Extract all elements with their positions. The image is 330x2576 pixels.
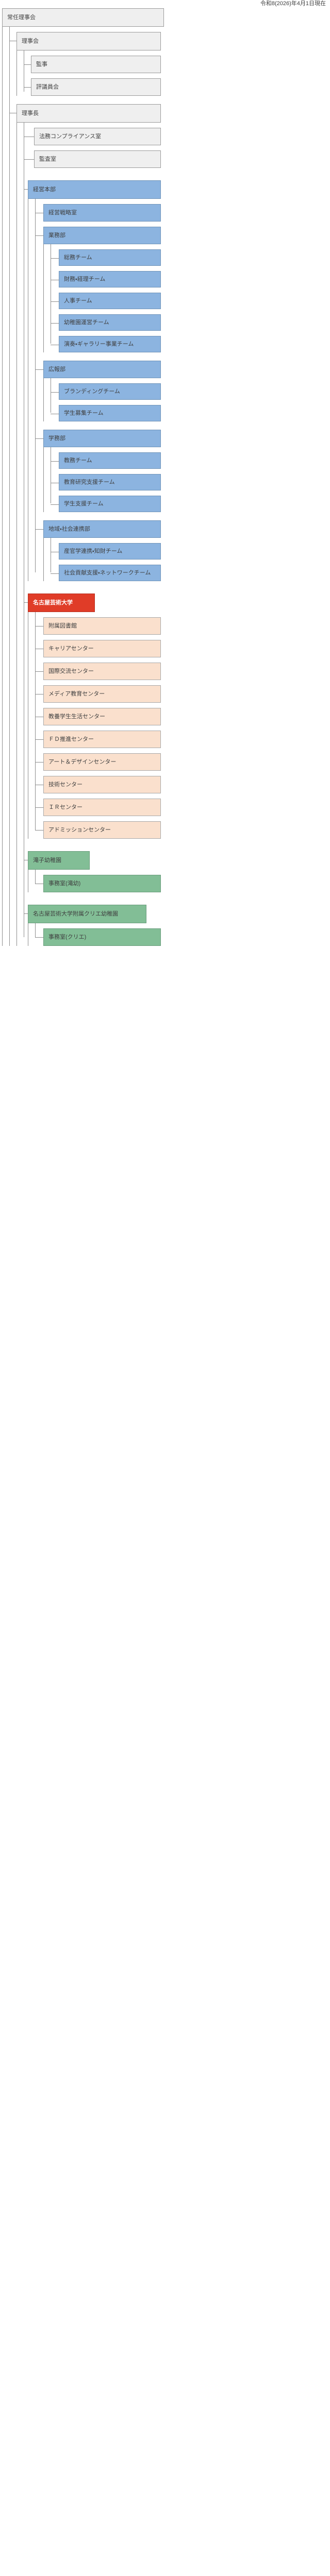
box-community-social-cooperation-dept[interactable]: 地域・社会連携部 bbox=[43, 520, 161, 538]
box-councillors[interactable]: 評議員会 bbox=[31, 78, 161, 96]
child-academic-affairs-dept: 学務部 bbox=[28, 430, 330, 447]
child-crea-kindergarten: 名古屋芸術大学附属クリエ幼稚園 bbox=[16, 905, 330, 923]
box-art-design-center[interactable]: アート＆デザインセンター bbox=[43, 753, 161, 771]
box-education-research-support-team[interactable]: 教育研究支援チーム bbox=[59, 474, 161, 490]
child-social-contribution-network-team: 社会貢献支援・ネットワークチーム bbox=[43, 565, 330, 581]
box-audit-office[interactable]: 監査室 bbox=[34, 150, 161, 168]
org-tree: 常任理事会 理事会 監事 bbox=[0, 8, 330, 946]
box-social-contribution-network-team[interactable]: 社会貢献支援・ネットワークチーム bbox=[59, 565, 161, 581]
box-media-education-center[interactable]: メディア教育センター bbox=[43, 685, 161, 703]
child-crea-office: 事務室(クリエ) bbox=[28, 928, 330, 946]
box-library[interactable]: 附属図書館 bbox=[43, 617, 161, 635]
box-student-support-team[interactable]: 学生支援チーム bbox=[59, 496, 161, 512]
child-pr-dept: 広報部 bbox=[28, 361, 330, 378]
box-management-strategy-office[interactable]: 経営戦略室 bbox=[43, 204, 161, 222]
children-of-pr-dept: ブランディングチーム 学生募集チーム bbox=[43, 378, 330, 421]
box-technical-center[interactable]: 技術センター bbox=[43, 776, 161, 793]
child-finance-accounting-team: 財務・経理チーム bbox=[43, 271, 330, 287]
box-academic-affairs-dept[interactable]: 学務部 bbox=[43, 430, 161, 447]
child-management-strategy-office: 経営戦略室 bbox=[28, 204, 330, 222]
box-auditor[interactable]: 監事 bbox=[31, 56, 161, 73]
child-takiko-office: 事務室(滝幼) bbox=[28, 875, 330, 892]
child-concert-gallery-team: 演奏・ギャラリー事業チーム bbox=[43, 336, 330, 352]
child-general-affairs-team: 総務チーム bbox=[43, 249, 330, 266]
child-university: 名古屋芸術大学 bbox=[16, 594, 330, 612]
children-of-academic-affairs-dept: 教務チーム 教育研究支援チーム 学生支援チーム bbox=[43, 447, 330, 512]
box-crea-kindergarten[interactable]: 名古屋芸術大学附属クリエ幼稚園 bbox=[28, 905, 146, 923]
child-operations-dept: 業務部 bbox=[28, 227, 330, 244]
box-pr-dept[interactable]: 広報部 bbox=[43, 361, 161, 378]
box-career-center[interactable]: キャリアセンター bbox=[43, 640, 161, 657]
box-student-recruitment-team[interactable]: 学生募集チーム bbox=[59, 405, 161, 421]
child-hr-team: 人事チーム bbox=[43, 293, 330, 309]
box-ir-center[interactable]: ＩＲセンター bbox=[43, 799, 161, 816]
children-of-standing-board: 理事会 監事 評議員会 理 bbox=[2, 27, 330, 946]
children-of-board: 監事 評議員会 bbox=[16, 50, 330, 96]
box-curriculum-team[interactable]: 教務チーム bbox=[59, 452, 161, 469]
box-chairman[interactable]: 理事長 bbox=[16, 104, 161, 123]
child-ir-center: ＩＲセンター bbox=[28, 799, 330, 816]
box-finance-accounting-team[interactable]: 財務・経理チーム bbox=[59, 271, 161, 287]
node-standing-board: 常任理事会 bbox=[0, 8, 330, 27]
box-kindergarten-operations-team[interactable]: 幼稚園運営チーム bbox=[59, 314, 161, 331]
box-management-hq[interactable]: 経営本部 bbox=[28, 180, 161, 199]
box-concert-gallery-team[interactable]: 演奏・ギャラリー事業チーム bbox=[59, 336, 161, 352]
box-legal-compliance-office[interactable]: 法務コンプライアンス室 bbox=[34, 128, 161, 145]
child-student-recruitment-team: 学生募集チーム bbox=[43, 405, 330, 421]
box-branding-team[interactable]: ブランディングチーム bbox=[59, 383, 161, 400]
child-library: 附属図書館 bbox=[28, 617, 330, 635]
box-takiko-kindergarten[interactable]: 滝子幼稚園 bbox=[28, 851, 90, 870]
child-councillors: 評議員会 bbox=[16, 78, 330, 96]
box-liberal-arts-student-life-center[interactable]: 教養学生生活センター bbox=[43, 708, 161, 725]
child-community-social-cooperation-dept: 地域・社会連携部 bbox=[28, 520, 330, 538]
child-takiko-kindergarten: 滝子幼稚園 bbox=[16, 851, 330, 870]
box-standing-board[interactable]: 常任理事会 bbox=[2, 8, 164, 27]
box-board[interactable]: 理事会 bbox=[16, 32, 161, 50]
child-student-support-team: 学生支援チーム bbox=[43, 496, 330, 512]
child-legal-compliance-office: 法務コンプライアンス室 bbox=[16, 128, 330, 145]
children-of-university: 附属図書館 キャリアセンター 国際交流センター bbox=[28, 612, 330, 839]
child-audit-office: 監査室 bbox=[16, 150, 330, 168]
child-media-education-center: メディア教育センター bbox=[28, 685, 330, 703]
child-liberal-arts-student-life-center: 教養学生生活センター bbox=[28, 708, 330, 725]
box-operations-dept[interactable]: 業務部 bbox=[43, 227, 161, 244]
child-education-research-support-team: 教育研究支援チーム bbox=[43, 474, 330, 490]
box-industry-academia-ip-team[interactable]: 産官学連携・知財チーム bbox=[59, 543, 161, 560]
box-crea-office[interactable]: 事務室(クリエ) bbox=[43, 928, 161, 946]
child-admission-center: アドミッションセンター bbox=[28, 821, 330, 839]
child-fd-promotion-center: ＦＤ推進センター bbox=[28, 731, 330, 748]
child-curriculum-team: 教務チーム bbox=[43, 452, 330, 469]
child-technical-center: 技術センター bbox=[28, 776, 330, 793]
children-of-management-hq: 経営戦略室 業務部 総務チーム bbox=[28, 199, 330, 581]
child-board: 理事会 bbox=[2, 32, 330, 50]
as-of-date-label: 令和8(2026)年4月1日現在 bbox=[260, 1, 326, 7]
children-of-operations-dept: 総務チーム 財務・経理チーム 人事チーム bbox=[43, 244, 330, 352]
children-of-crea-kindergarten: 事務室(クリエ) bbox=[28, 923, 330, 946]
child-chairman: 理事長 bbox=[2, 104, 330, 123]
child-branding-team: ブランディングチーム bbox=[43, 383, 330, 400]
child-kindergarten-operations-team: 幼稚園運営チーム bbox=[43, 314, 330, 331]
box-international-exchange-center[interactable]: 国際交流センター bbox=[43, 663, 161, 680]
box-university[interactable]: 名古屋芸術大学 bbox=[28, 594, 95, 612]
children-of-community-dept: 産官学連携・知財チーム 社会貢献支援・ネットワークチーム bbox=[43, 538, 330, 581]
children-of-chairman: 法務コンプライアンス室 監査室 経営本部 bbox=[16, 123, 330, 946]
box-general-affairs-team[interactable]: 総務チーム bbox=[59, 249, 161, 266]
child-art-design-center: アート＆デザインセンター bbox=[28, 753, 330, 771]
child-auditor: 監事 bbox=[16, 56, 330, 73]
box-hr-team[interactable]: 人事チーム bbox=[59, 293, 161, 309]
child-career-center: キャリアセンター bbox=[28, 640, 330, 657]
child-industry-academia-ip-team: 産官学連携・知財チーム bbox=[43, 543, 330, 560]
children-of-takiko-kindergarten: 事務室(滝幼) bbox=[28, 870, 330, 892]
child-international-exchange-center: 国際交流センター bbox=[28, 663, 330, 680]
box-admission-center[interactable]: アドミッションセンター bbox=[43, 821, 161, 839]
box-fd-promotion-center[interactable]: ＦＤ推進センター bbox=[43, 731, 161, 748]
box-takiko-office[interactable]: 事務室(滝幼) bbox=[43, 875, 161, 892]
child-management-hq: 経営本部 bbox=[16, 180, 330, 199]
